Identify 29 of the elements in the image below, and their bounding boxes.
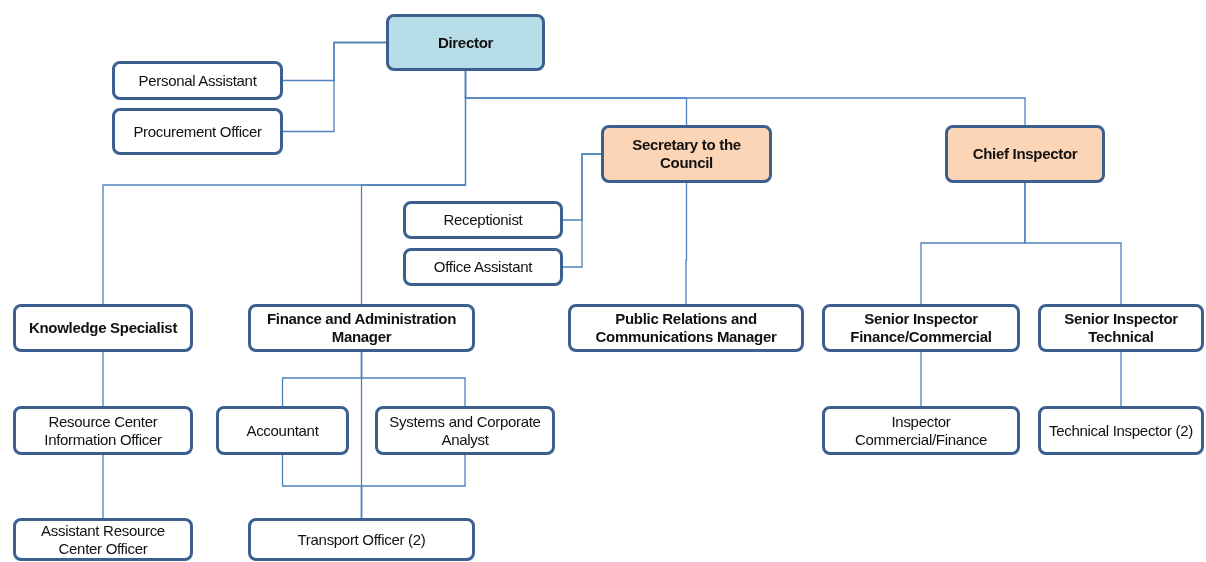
position-box: Procurement Officer: [112, 108, 283, 155]
connector-line: [282, 41, 387, 133]
connector-line: [685, 182, 688, 305]
position-box: Personal Assistant: [112, 61, 283, 100]
position-box: Systems and Corporate Analyst: [375, 406, 555, 455]
position-box: Office Assistant: [403, 248, 563, 286]
connector-line: [920, 351, 922, 407]
position-box: Transport Officer (2): [248, 518, 475, 561]
position-box: Technical Inspector (2): [1038, 406, 1204, 455]
position-box: Assistant Resource Center Officer: [13, 518, 193, 561]
position-box: Resource Center Information Officer: [13, 406, 193, 455]
position-box: Receptionist: [403, 201, 563, 239]
connector-line: [1120, 351, 1122, 407]
position-box: Knowledge Specialist: [13, 304, 193, 352]
position-box: Senior Inspector Technical: [1038, 304, 1204, 352]
position-box: Public Relations and Communications Manager: [568, 304, 804, 352]
connector-line: [562, 153, 602, 268]
position-box: Accountant: [216, 406, 349, 455]
connector-line: [102, 454, 104, 519]
connector-line: [1024, 182, 1122, 305]
connector-line: [102, 351, 104, 407]
position-box: Chief Inspector: [945, 125, 1105, 183]
position-box: Inspector Commercial/Finance: [822, 406, 1020, 455]
position-box: Finance and Administration Manager: [248, 304, 475, 352]
connector-line: [360, 70, 467, 305]
position-box: Senior Inspector Finance/Commercial: [822, 304, 1020, 352]
connector-line: [360, 454, 466, 519]
position-box: Secretary to the Council: [601, 125, 772, 183]
position-box: Director: [386, 14, 545, 71]
